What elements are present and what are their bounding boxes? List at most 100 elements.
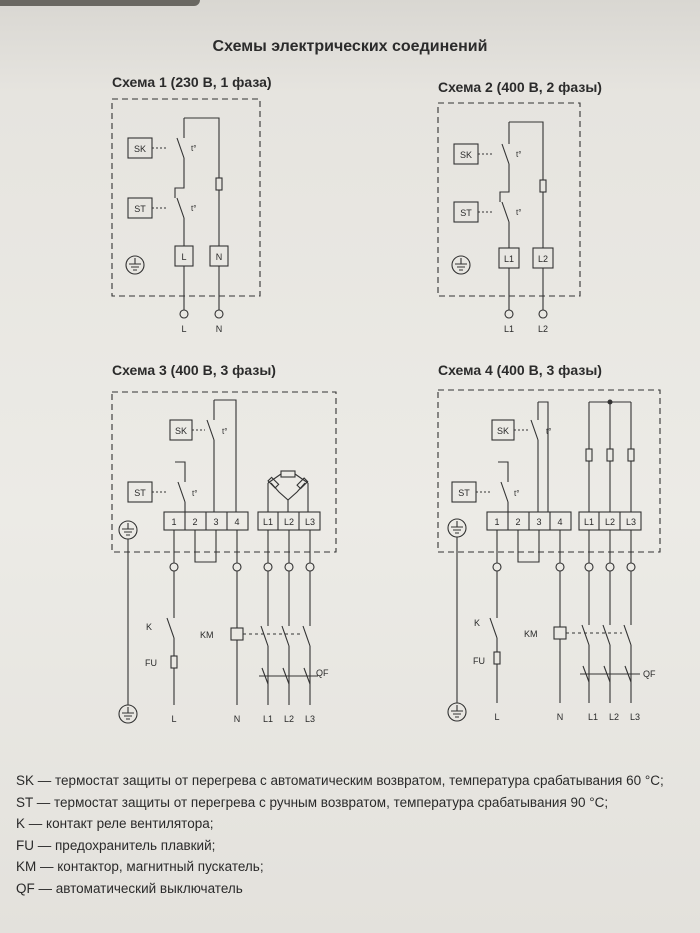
scheme-1-st-label: ST: [134, 204, 146, 214]
legend-text: — автоматический выключатель: [34, 880, 243, 896]
scheme-3-sk-label: SK: [175, 426, 187, 436]
scheme-4-ground-icon-top: [447, 518, 467, 538]
legend-code: QF: [16, 880, 35, 896]
scheme-4-km-label: KM: [524, 629, 538, 639]
scheme-3-ground-icon-bottom: [118, 704, 138, 724]
legend-text: — контакт реле вентилятора;: [25, 816, 214, 832]
scheme-3-heater-triangle: [267, 470, 309, 512]
scheme-4-k-label: K: [474, 618, 480, 628]
scheme-4-l-line: [489, 571, 498, 703]
legend-row-sk: SK — термостат защиты от перегрева с авт…: [16, 770, 696, 792]
scheme-3-term-2: 2: [192, 517, 197, 527]
scheme-3-out-l2: L2: [284, 714, 294, 724]
scheme-4-phase-lines: [581, 571, 632, 703]
legend-text: — термостат защиты от перегрева с автома…: [34, 773, 664, 788]
scheme-4-term-4: 4: [557, 517, 562, 527]
scheme-1-out-l-label: L: [181, 324, 186, 334]
scheme-4-term-l2: L2: [605, 517, 615, 527]
legend-row-k: K — контакт реле вентилятора;: [16, 813, 696, 835]
scheme-3-term-4: 4: [234, 517, 239, 527]
scheme-4-out-wires: [496, 530, 632, 563]
scheme-3-term-l3: L3: [305, 517, 315, 527]
scheme-3-fuse: [170, 655, 178, 669]
scheme-2-ground-icon: [451, 255, 471, 275]
scheme-3-sk-switch: [206, 400, 215, 512]
scheme-1-sk-label: SK: [134, 144, 146, 154]
scheme-3-out-n: N: [234, 714, 241, 724]
scheme-3-term-1: 1: [171, 517, 176, 527]
scheme-4-out-l3: L3: [630, 712, 640, 722]
scheme-4-st-label: ST: [458, 488, 470, 498]
scheme-1-out-l-node: [179, 309, 189, 319]
scheme-3-jumper: [194, 530, 217, 563]
scheme-4-node-l3: [626, 562, 636, 572]
scheme-3-enclosure: [111, 391, 337, 553]
legend-text: — термостат защиты от перегрева с ручным…: [33, 794, 609, 810]
scheme-2: SK ST t° t° L1 L2 L1 L2: [437, 102, 581, 334]
scheme-3-km-coil: [230, 627, 244, 641]
legend-text: — контактор, магнитный пускатель;: [36, 859, 264, 875]
scheme-4: SK ST t° t° 1 2 3 4 L1 L2 L3: [437, 389, 661, 722]
scheme-3: SK ST t° t° 1 2 3 4 L1 L2 L3: [111, 391, 337, 724]
scheme-3-st-switch: [175, 461, 186, 512]
scheme-4-out-l: L: [494, 712, 499, 722]
scheme-4-sk-switch: [530, 402, 539, 512]
scheme-3-node-l2: [284, 562, 294, 572]
scheme-2-sk-label: SK: [460, 150, 472, 160]
scheme-3-phase-lines: [260, 571, 311, 705]
scheme-3-out-wires: [173, 530, 311, 563]
scheme-4-qf-label: QF: [643, 669, 656, 679]
scheme-3-ground-icon-top: [118, 520, 138, 540]
legend-row-st: ST — термостат защиты от перегрева с руч…: [16, 792, 696, 814]
scheme-3-node-l: [169, 562, 179, 572]
scheme-3-node-l3: [305, 562, 315, 572]
scheme-4-t2: t°: [514, 489, 519, 498]
legend-text: — предохранитель плавкий;: [34, 837, 216, 853]
scheme-1-out-n-label: N: [216, 324, 223, 334]
scheme-4-term-l3: L3: [626, 517, 636, 527]
page-title: Схемы электрических соединений: [212, 38, 488, 55]
scheme-2-heater: [539, 179, 547, 193]
scheme-2-out-l2-label: L2: [538, 324, 548, 334]
scheme-2-term-l1-label: L1: [504, 254, 514, 264]
scheme-1-t1: t°: [191, 144, 196, 153]
scheme-1-term-l-label: L: [181, 252, 186, 262]
scheme-2-st-label: ST: [460, 208, 472, 218]
scheme-4-node-l2: [605, 562, 615, 572]
scheme-4-term-3: 3: [536, 517, 541, 527]
scheme-4-sk-top: [538, 401, 549, 512]
scheme-4-out-l1: L1: [588, 712, 598, 722]
scheme-3-out-l3: L3: [305, 714, 315, 724]
scheme-3-st-label: ST: [134, 488, 146, 498]
scheme-3-qf-label: QF: [316, 668, 329, 678]
scheme-2-out-l1-label: L1: [504, 324, 514, 334]
scheme-3-t1: t°: [222, 427, 227, 436]
scheme-3-k-label: K: [146, 622, 152, 632]
scheme-2-top-wire: [509, 121, 544, 180]
scheme-3-term-l1: L1: [263, 517, 273, 527]
scheme-1-out-l: [183, 266, 220, 310]
scheme-4-term-2: 2: [515, 517, 520, 527]
scheme-2-l1-wire: [499, 122, 510, 248]
scheme-4-enclosure: [437, 389, 661, 553]
scheme-4-qf: [580, 665, 640, 683]
scheme-4-title: Схема 4 (400 В, 3 фазы): [438, 362, 602, 378]
scheme-4-st-switch: [498, 461, 509, 512]
scheme-2-term-l2-label: L2: [538, 254, 548, 264]
scheme-1-heater: [215, 177, 223, 191]
scheme-1-l-wire: [174, 118, 185, 246]
legend-code: ST: [16, 794, 34, 810]
scheme-4-node-l: [492, 562, 502, 572]
scheme-3-out-l1: L1: [263, 714, 273, 724]
scheme-3-fu-label: FU: [145, 658, 157, 668]
scheme-2-t2: t°: [516, 208, 521, 217]
scheme-4-fu-label: FU: [473, 656, 485, 666]
scheme-3-t2: t°: [192, 489, 197, 498]
scheme-1-t2: t°: [191, 204, 196, 213]
legend-code: K: [16, 816, 26, 832]
scheme-4-heaters: [585, 399, 635, 512]
scheme-3-l-line: [166, 571, 175, 705]
scheme-1-out-n-node: [214, 309, 224, 319]
scheme-4-jumper: [517, 530, 540, 563]
